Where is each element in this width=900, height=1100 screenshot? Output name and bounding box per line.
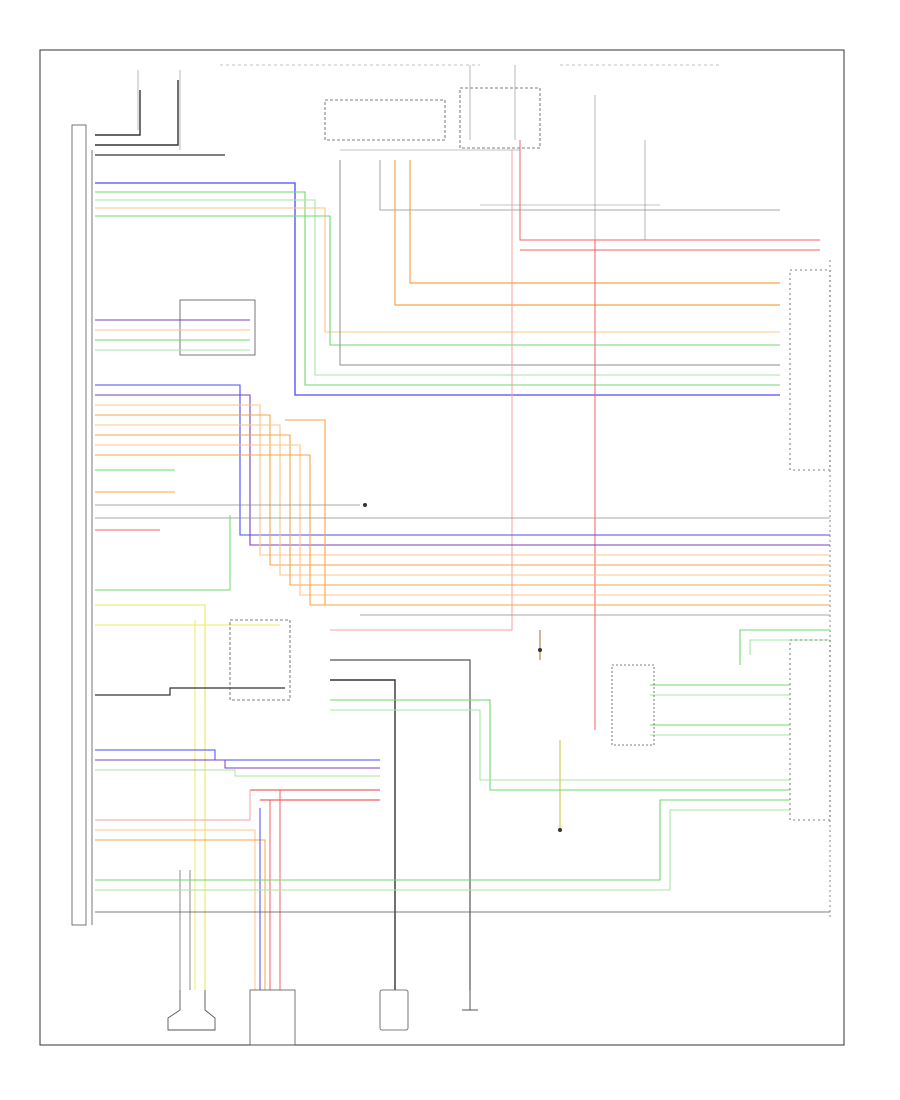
wire-orange-1 (394, 160, 780, 306)
wire-orange-2 (409, 160, 780, 284)
wire-green-right-6 (749, 639, 830, 655)
middle-connector-block (179, 299, 256, 356)
left-module-body (71, 124, 87, 926)
wire-bundle-orange-7 (285, 419, 326, 605)
wire-blue-upper (95, 182, 780, 396)
top-relay-box (459, 87, 541, 149)
wire-red-right-1 (519, 140, 820, 241)
wire-bundle-orange-4 (95, 434, 830, 586)
right-lower-module (789, 639, 831, 821)
wire-pink-long (330, 150, 513, 631)
wire-green-bottom-4 (330, 709, 790, 781)
wire-low-lightgreen (95, 769, 380, 777)
right-module-body-upper (789, 269, 831, 471)
wire-green-590 (95, 515, 231, 591)
wire-orange-upper-1 (95, 207, 780, 333)
wire-gray-1 (339, 160, 780, 366)
splice-point-3 (363, 503, 367, 507)
wire-low-orange-2 (95, 839, 266, 990)
wire-bundle-orange-5 (95, 444, 830, 596)
bottom-connector-2-shape (249, 989, 296, 1046)
bottom-connector-1-shape (167, 990, 216, 1031)
wire-bundle-orange-2 (95, 414, 830, 566)
wire-ground-top-left-1 (95, 80, 179, 146)
wire-lightgreen-upper-2 (95, 199, 780, 376)
wire-bundle-purple (95, 394, 830, 546)
wire-bundle-blue (95, 384, 830, 536)
wire-low-red-3 (95, 790, 251, 821)
wire-dark-right-1 (330, 679, 396, 990)
wire-low-orange-1 (95, 829, 256, 990)
wire-green-right-5 (739, 629, 830, 665)
wire-green-bottom-1 (95, 799, 790, 881)
wire-low-purple (95, 759, 380, 769)
splice-point-2 (558, 828, 562, 832)
wire-gray-2 (379, 160, 780, 211)
top-fuse-box (324, 99, 446, 141)
lower-left-module (229, 619, 291, 701)
wire-green-bottom-2 (95, 809, 790, 891)
wire-bundle-orange-3 (95, 424, 830, 576)
wire-bundle-orange-1 (95, 404, 830, 556)
wire-green-upper-1 (95, 191, 780, 386)
diagram-frame (39, 49, 845, 1046)
wire-low-blue (95, 749, 380, 761)
wire-dark-690 (95, 687, 285, 696)
center-right-module (611, 664, 655, 746)
wire-bundle-orange-6 (95, 454, 830, 606)
wire-ground-top-left-2 (95, 90, 141, 136)
wire-green-bottom-3 (330, 699, 790, 791)
splice-point-1 (538, 648, 542, 652)
wire-yellow-1 (95, 604, 206, 990)
wire-green-upper-3 (95, 215, 780, 346)
bottom-connector-3-shape (379, 989, 409, 1031)
